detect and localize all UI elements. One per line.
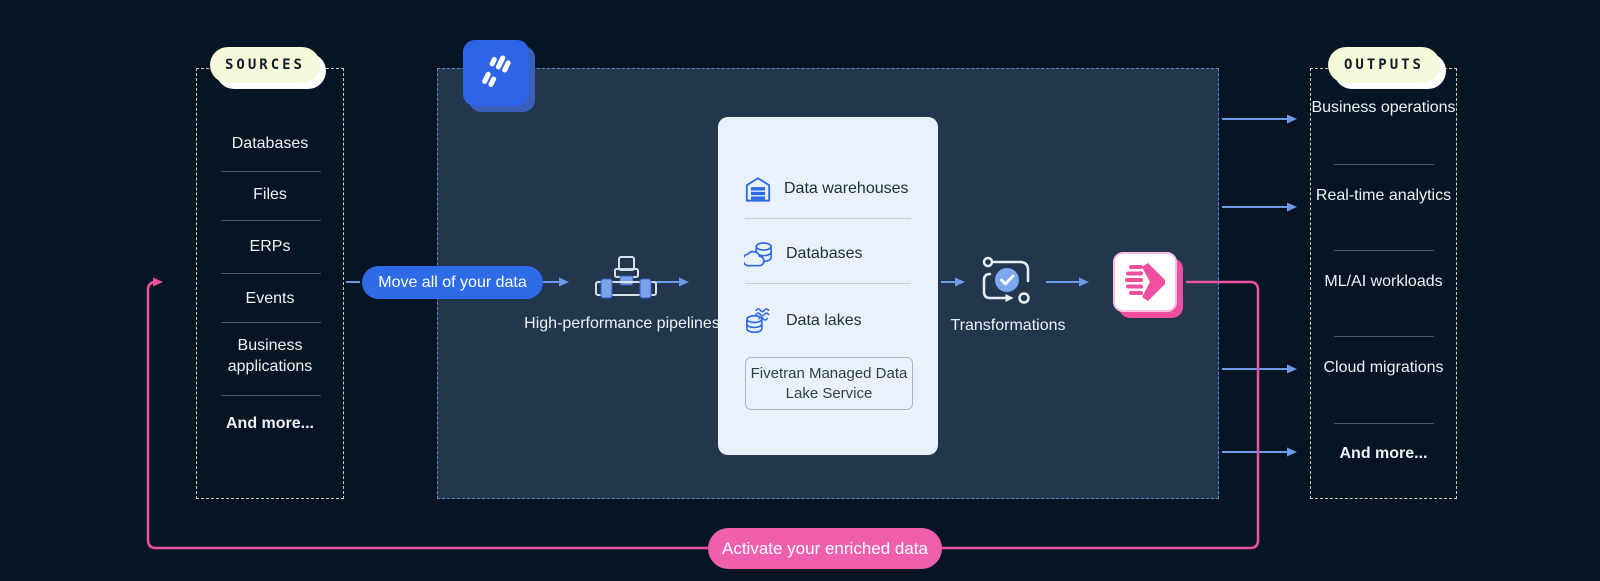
activation-logo-face [1113,252,1177,312]
source-item: And more... [225,415,314,432]
activation-arrow-icon [1125,263,1165,301]
source-item: Business applications [227,337,313,375]
destination-row: Data warehouses [718,171,909,207]
destination-label: Databases [786,245,863,262]
source-item: Files [253,186,287,203]
destinations-panel: Data warehouses Databases Data lakes [718,117,938,455]
data-lake-icon [746,308,770,334]
divider [745,218,911,219]
divider [1334,250,1434,251]
divider [221,220,321,221]
fivetran-logo-face [463,40,529,106]
fivetran-activation-logo [1113,252,1185,320]
divider [221,322,321,323]
output-item: And more... [1339,445,1428,462]
sources-box: Databases Files ERPs Events Business app… [196,68,344,499]
pipe-tee-icon [595,256,657,299]
outputs-badge-label: OUTPUTS [1328,47,1440,83]
source-item: Databases [231,135,309,152]
divider [221,395,321,396]
divider [1334,164,1434,165]
destination-label: Data lakes [786,312,862,329]
fivetran-logo [463,40,537,114]
pipelines-label: High-performance pipelines [524,315,720,332]
destination-label: Data warehouses [784,180,909,197]
warehouse-icon [745,177,771,202]
output-item: Business operations [1311,99,1456,116]
move-data-pill: Move all of your data [362,266,543,299]
managed-data-lake-service-box: Fivetran Managed Data Lake Service [745,357,913,410]
activate-data-pill: Activate your enriched data [708,528,942,569]
output-item: Real-time analytics [1315,187,1452,204]
source-item: ERPs [249,238,291,255]
divider [1334,336,1434,337]
sources-badge-label: SOURCES [210,47,320,83]
sources-badge: SOURCES [210,47,328,91]
outputs-box: Business operations Real-time analytics … [1310,68,1457,499]
transformations-label: Transformations [950,317,1066,334]
workflow-check-icon [982,256,1030,304]
output-item: ML/AI workloads [1324,273,1443,290]
source-item: Events [245,290,295,307]
divider [221,273,321,274]
pink-feedback-loop [146,277,1260,550]
destination-row: Databases [718,236,863,272]
divider [221,171,321,172]
output-item: Cloud migrations [1323,359,1444,376]
fivetran-mark-icon [482,55,511,87]
destination-row: Data lakes [718,303,862,339]
divider [745,283,911,284]
cloud-database-icon [744,242,772,267]
divider [1334,423,1434,424]
outputs-badge: OUTPUTS [1328,47,1448,91]
